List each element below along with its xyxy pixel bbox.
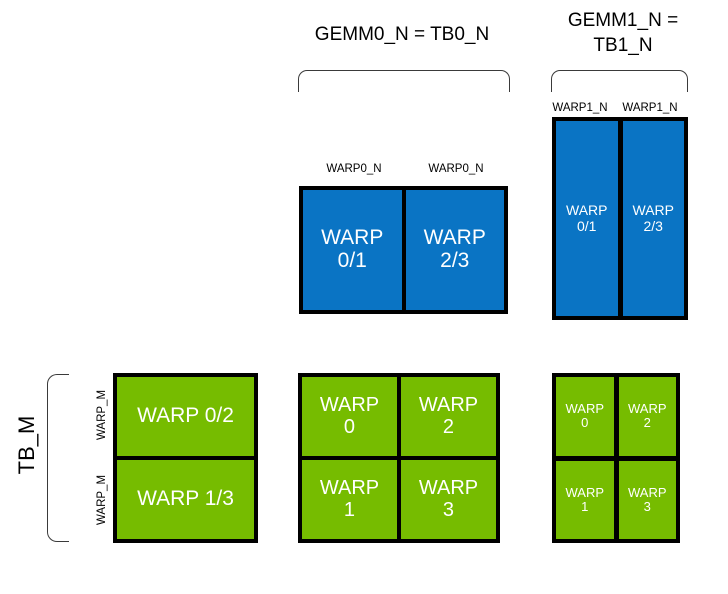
right-bottom-cell-3[interactable]: WARP 3	[618, 460, 676, 539]
gemm0-col-label-1: WARP0_N	[428, 163, 484, 175]
middle-bottom-green-grid: WARP 0 WARP 2 WARP 1 WARP 3	[298, 373, 500, 543]
gemm1-brace	[551, 70, 688, 92]
right-bottom-cell-1[interactable]: WARP 2	[618, 377, 676, 456]
gemm0-title: GEMM0_N = TB0_N	[314, 24, 490, 45]
gemm1-title: GEMM1_N = TB1_N	[567, 10, 679, 56]
right-bottom-cell-2[interactable]: WARP 1	[556, 460, 614, 539]
gemm1-col-label-0: WARP1_N	[552, 102, 608, 114]
gemm1-top-cell-1[interactable]: WARP 2/3	[622, 121, 684, 316]
middle-bottom-cell-1[interactable]: WARP 2	[401, 377, 496, 456]
left-row-label-1: WARP_M	[96, 474, 108, 526]
gemm1-col-label-1: WARP1_N	[622, 102, 678, 114]
gemm0-col-label-0: WARP0_N	[326, 163, 382, 175]
gemm0-top-cell-0[interactable]: WARP 0/1	[303, 190, 402, 310]
left-bottom-green-grid: WARP 0/2 WARP 1/3	[113, 373, 258, 543]
tb-m-label: TB_M	[14, 415, 39, 475]
right-bottom-green-grid: WARP 0 WARP 2 WARP 1 WARP 3	[552, 373, 680, 543]
gemm1-top-cell-0[interactable]: WARP 0/1	[556, 121, 618, 316]
gemm0-top-cell-1[interactable]: WARP 2/3	[405, 190, 504, 310]
gemm1-top-blue-grid: WARP 0/1 WARP 2/3	[552, 117, 688, 320]
middle-bottom-cell-0[interactable]: WARP 0	[302, 377, 397, 456]
gemm0-top-blue-grid: WARP 0/1 WARP 2/3	[299, 186, 508, 314]
right-bottom-cell-0[interactable]: WARP 0	[556, 377, 614, 456]
middle-bottom-cell-2[interactable]: WARP 1	[302, 460, 397, 539]
left-bottom-cell-1[interactable]: WARP 1/3	[117, 460, 254, 539]
tb-m-brace	[47, 374, 69, 542]
middle-bottom-cell-3[interactable]: WARP 3	[401, 460, 496, 539]
left-row-label-0: WARP_M	[96, 389, 108, 441]
left-bottom-cell-0[interactable]: WARP 0/2	[117, 377, 254, 456]
gemm0-brace	[298, 70, 510, 92]
